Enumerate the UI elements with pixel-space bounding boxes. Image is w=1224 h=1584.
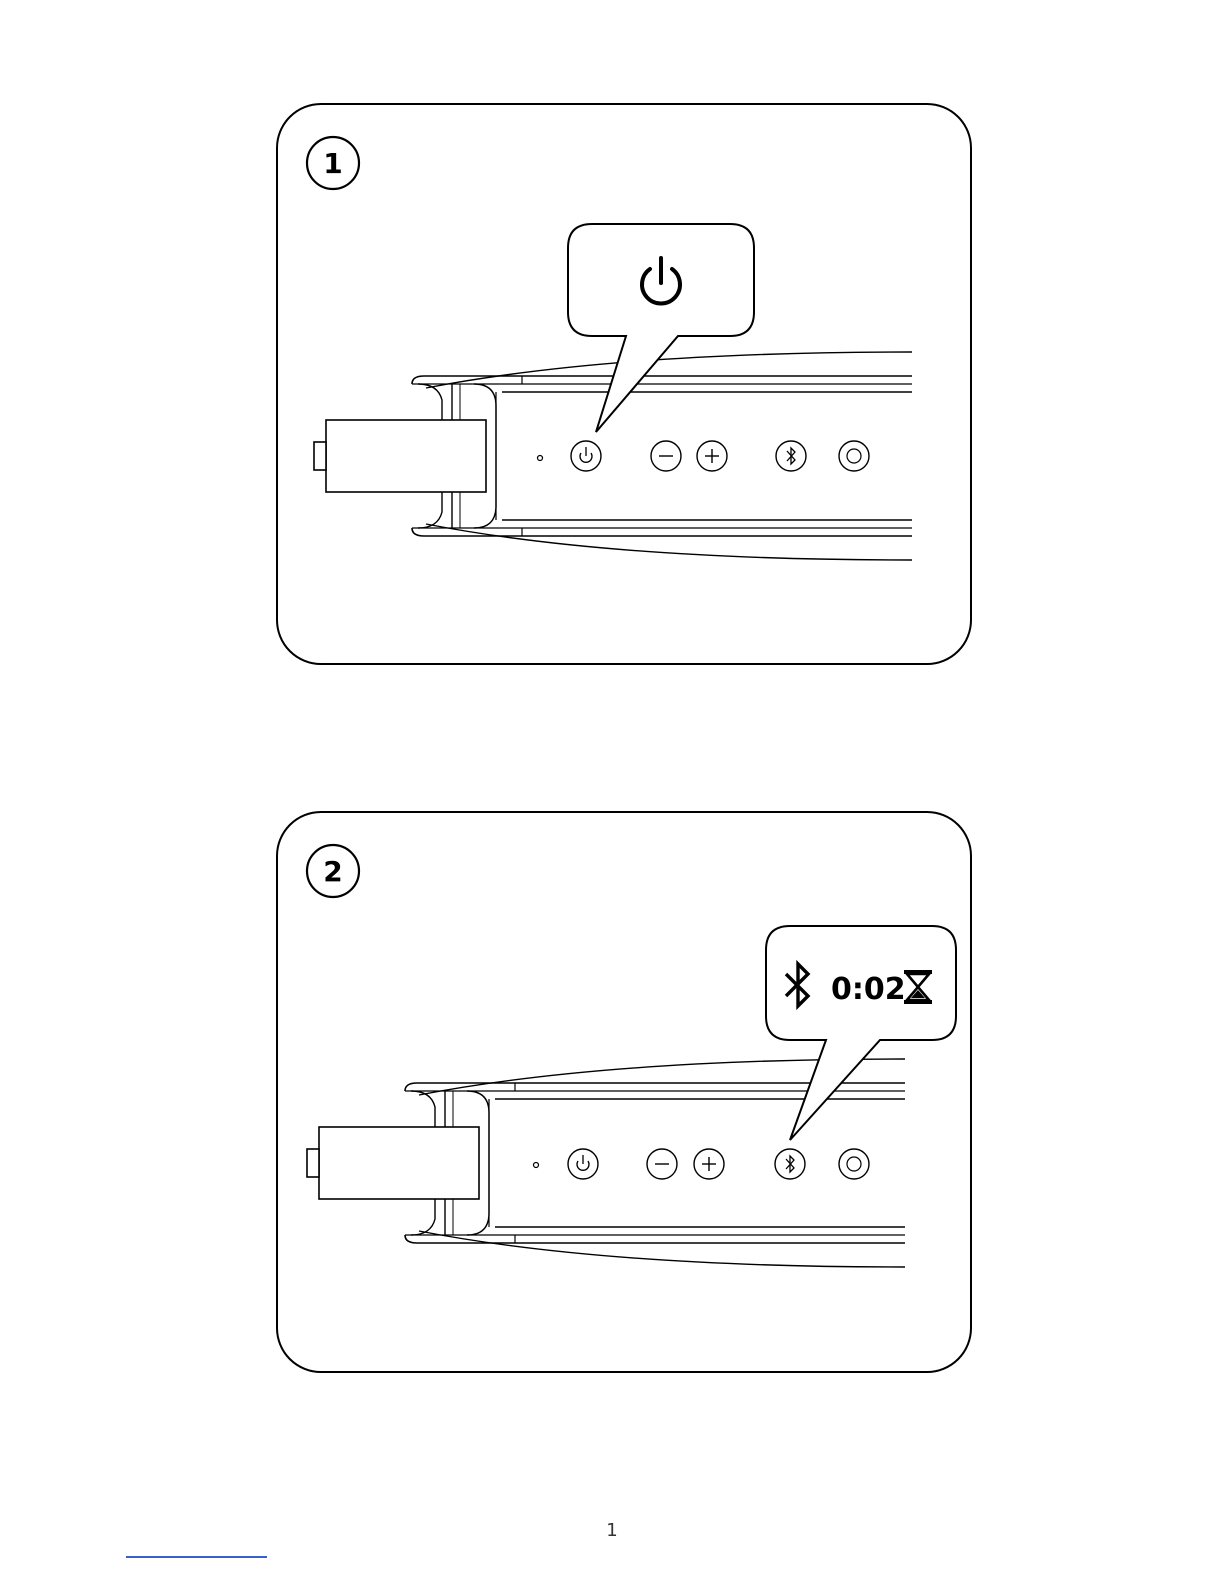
volume-up-button[interactable] xyxy=(697,441,727,471)
footer-rule xyxy=(126,1556,267,1558)
step-1-number-badge: 1 xyxy=(307,137,359,189)
step-2-panel: 2 xyxy=(277,812,971,1372)
battery-pack xyxy=(314,420,486,492)
step-2-number: 2 xyxy=(323,855,342,888)
play-button[interactable] xyxy=(839,1149,869,1179)
bluetooth-timer-text: 0:02 xyxy=(831,972,906,1007)
play-button[interactable] xyxy=(839,441,869,471)
volume-down-button[interactable] xyxy=(651,441,681,471)
step-1-panel: 1 xyxy=(277,104,971,664)
bluetooth-button[interactable] xyxy=(776,441,806,471)
page-number: 1 xyxy=(597,1520,627,1541)
step-1-number: 1 xyxy=(323,147,342,180)
volume-up-button[interactable] xyxy=(694,1149,724,1179)
bluetooth-button[interactable] xyxy=(775,1149,805,1179)
power-button[interactable] xyxy=(571,441,601,471)
volume-down-button[interactable] xyxy=(647,1149,677,1179)
step-2-number-badge: 2 xyxy=(307,845,359,897)
battery-pack xyxy=(307,1127,479,1199)
power-button[interactable] xyxy=(568,1149,598,1179)
